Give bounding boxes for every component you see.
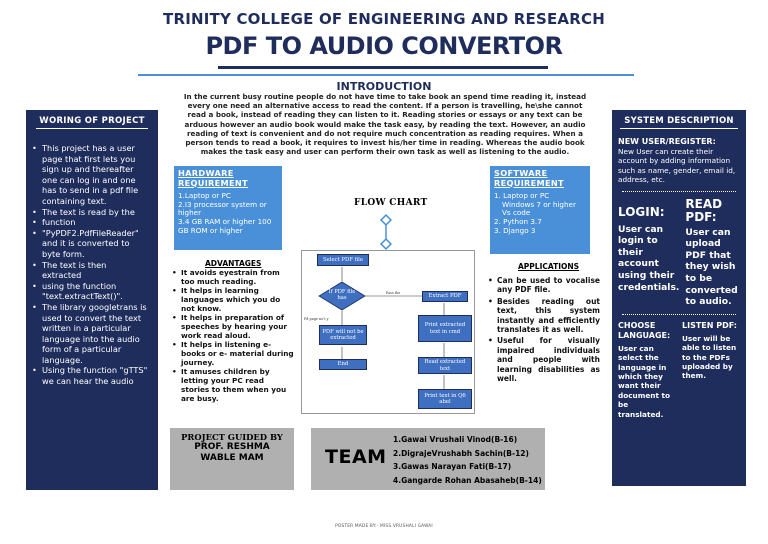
list-item: 2.I3 processor system or higher	[178, 199, 267, 218]
title-underline	[218, 66, 548, 69]
flow-no-label: Pd page no't y	[304, 317, 329, 321]
list-item: The text is then extracted	[32, 260, 148, 281]
list-item: 3. Django 3	[494, 225, 536, 235]
hardware-box: HARDWARE REQUIREMENT 1.Laptop or PC 2.I3…	[174, 166, 282, 250]
flow-print-file-box: Print text in Q6 abel	[418, 389, 472, 409]
list-item: Useful for visually impaired individuals…	[488, 336, 600, 383]
list-item: Besides reading out text, this system in…	[488, 297, 600, 335]
flow-extract-box: Extract PDF	[422, 291, 468, 302]
flow-no-extract-box: PDF will not be extracted	[319, 325, 367, 345]
list-item: 3.4 GB RAM or higher 100 GB ROM or highe…	[178, 216, 272, 235]
guide-name: PROF. RESHMA WABLE MAM	[194, 442, 270, 463]
login-read-columns: LOGIN: User can login to their account u…	[618, 196, 740, 308]
new-user-text: New User can create their account by add…	[618, 147, 736, 185]
list-item: 2. Python 3.7	[494, 216, 542, 226]
lang-heading: CHOOSE LANGUAGE:	[618, 320, 671, 340]
team-list: 1.Gawai Vrushali Vinod(B-16) 2.DigrajeVr…	[393, 433, 542, 487]
flow-end-box: End	[319, 359, 367, 370]
team-label: TEAM	[325, 446, 387, 468]
working-list: This project has a user page that first …	[32, 143, 152, 387]
list-item: The text is read by the	[32, 207, 148, 218]
guide-title: PROJECT GUIDED BY	[181, 432, 283, 442]
advantages-heading: ADVANTAGES	[205, 259, 262, 268]
working-heading: WORING OF PROJECT	[36, 116, 148, 129]
list-item: 1. Laptop or PC	[494, 191, 550, 201]
list-item: function	[32, 217, 148, 228]
list-item: using the function "text.extractText()".	[32, 281, 148, 302]
list-item: The library googletrans is used to conve…	[32, 302, 148, 366]
listen-heading: LISTEN PDF:	[682, 320, 737, 330]
login-text: User can login to their account using th…	[618, 223, 680, 293]
flow-select-box: Select PDF file	[317, 254, 369, 266]
flow-decision-text: If PDF file has	[328, 289, 356, 302]
new-user-heading: NEW USER/REGISTER:	[618, 137, 716, 146]
list-item: It helps in learning languages which you…	[172, 286, 294, 313]
team-member: 4.Gangarde Rohan Abasaheb(B-14)	[393, 475, 542, 485]
list-item: "PyPDF2.PdfFileReader" and it is convert…	[32, 228, 148, 260]
flowchart-connector-icon	[379, 213, 393, 251]
title-divider	[138, 74, 634, 76]
applications-heading: APPLICATIONS	[518, 262, 580, 271]
team-member: 3.Gawas Narayan Fati(B-17)	[393, 462, 512, 472]
dotted-divider	[622, 313, 736, 315]
college-name: TRINITY COLLEGE OF ENGINEERING AND RESEA…	[163, 10, 605, 28]
lang-listen-columns: CHOOSE LANGUAGE: User can select the lan…	[618, 321, 740, 419]
flow-yes-label: Pass the	[386, 291, 401, 295]
intro-text: In the current busy routine people do no…	[183, 92, 587, 157]
team-box: TEAM 1.Gawai Vrushali Vinod(B-16) 2.Digr…	[311, 428, 545, 490]
advantages-list: It avoids eyestrain from too much readin…	[172, 268, 294, 403]
flowchart-arrows	[341, 267, 445, 389]
list-item: This project has a user page that first …	[32, 143, 148, 207]
system-heading: SYSTEM DESCRIPTION	[620, 116, 738, 129]
team-member: 1.Gawai Vrushali Vinod(B-16)	[393, 435, 518, 444]
team-member: 2.DigrajeVrushabh Sachin(B-12)	[393, 448, 529, 458]
working-panel: WORING OF PROJECT This project has a use…	[26, 110, 158, 490]
intro-heading: INTRODUCTION	[336, 80, 432, 93]
list-item: It helps in preparation of speeches by h…	[172, 313, 294, 340]
list-item: It amuses children by letting your PC re…	[172, 367, 294, 403]
guide-box: PROJECT GUIDED BY PROF. RESHMA WABLE MAM	[170, 428, 294, 490]
system-panel: SYSTEM DESCRIPTION NEW USER/REGISTER: Ne…	[612, 110, 746, 486]
flowchart: Select PDF file If PDF file has Pass the…	[301, 250, 475, 414]
applications-list: Can be used to vocalise any PDF file. Be…	[488, 276, 600, 385]
list-item: 1.Laptop or PC	[178, 191, 231, 201]
dotted-divider	[622, 190, 736, 192]
list-item: It avoids eyestrain from too much readin…	[172, 268, 294, 286]
lang-text: User can select the language in which th…	[618, 343, 671, 419]
hardware-heading: HARDWARE REQUIREMENT	[178, 168, 248, 188]
login-heading: LOGIN:	[618, 204, 665, 219]
list-item: Windows 7 or higher Vs code	[502, 199, 576, 218]
flow-read-box: Read extracted text	[418, 357, 472, 374]
flow-decision-diamond	[318, 281, 366, 311]
read-text: User can upload PDF that they wish to be…	[685, 226, 738, 308]
list-item: It helps in listening e-books or e- mate…	[172, 340, 294, 367]
flowchart-heading: FLOW CHART	[354, 198, 428, 208]
software-list: 1. Laptop or PC Windows 7 or higher Vs c…	[494, 192, 586, 235]
listen-text: User will be able to listen to the PDFs …	[682, 333, 737, 381]
poster-title: PDF TO AUDIO CONVERTOR	[205, 32, 563, 60]
software-heading: SOFTWARE REQUIREMENT	[494, 168, 564, 188]
list-item: Can be used to vocalise any PDF file.	[488, 276, 600, 295]
software-box: SOFTWARE REQUIREMENT 1. Laptop or PC Win…	[490, 166, 590, 254]
footer-credit: POSTER MADE BY:- MISS.VRUSHALI GAWAI	[335, 524, 433, 529]
read-heading: READ PDF:	[685, 196, 723, 224]
flow-print-box: Print extracted text in cmd	[418, 315, 472, 342]
list-item: Using the function "gTTS" we can hear th…	[32, 365, 148, 386]
hardware-list: 1.Laptop or PC 2.I3 processor system or …	[178, 192, 278, 235]
